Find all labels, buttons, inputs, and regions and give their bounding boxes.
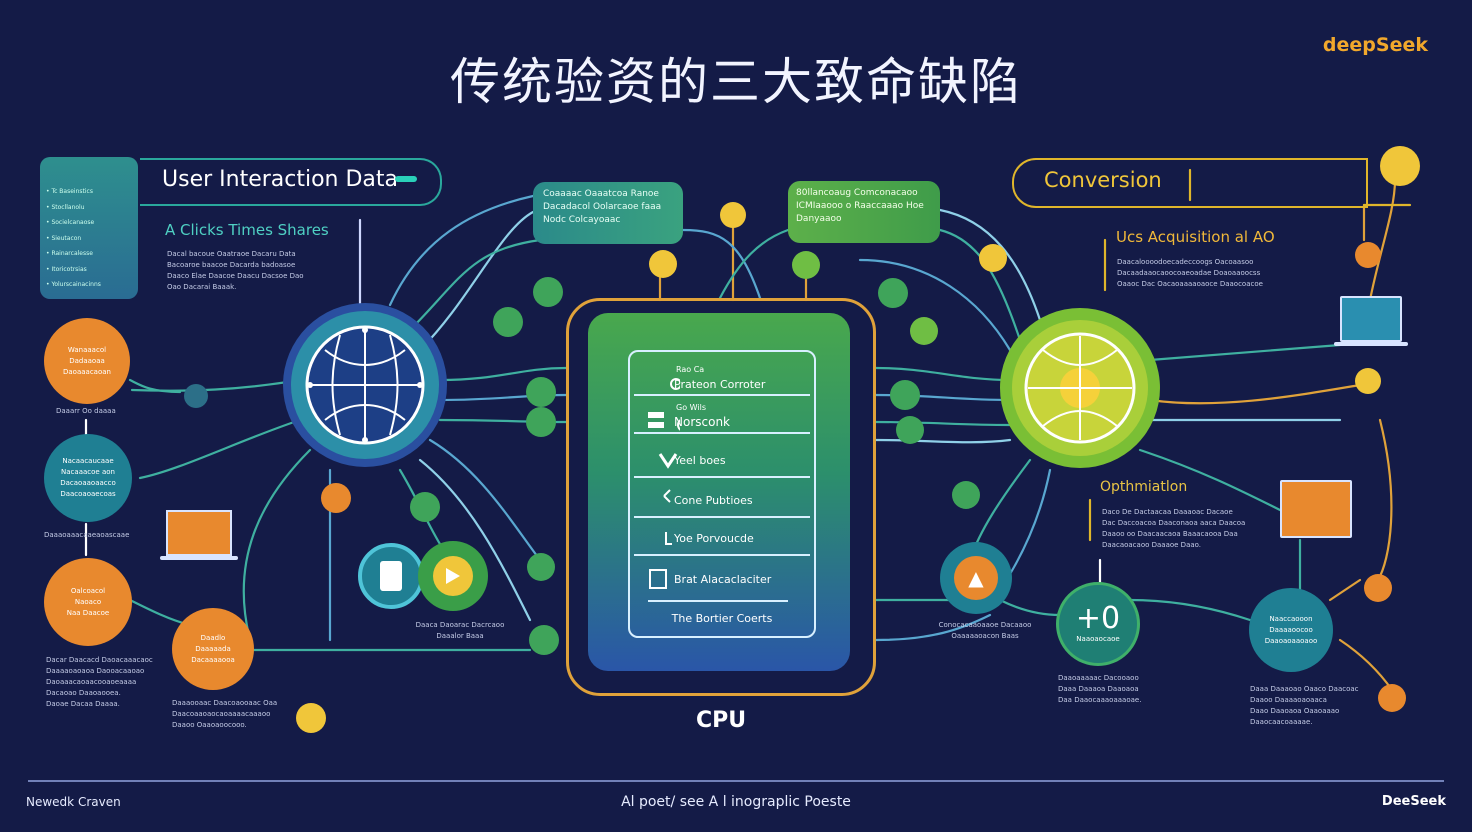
user-interaction-header-frame [140, 158, 442, 206]
green-dot [910, 317, 938, 345]
green-dot [792, 251, 820, 279]
flag-icon [665, 532, 672, 545]
yellow-dot [649, 250, 677, 278]
fire-node: ▲ [940, 542, 1012, 614]
green-dot [526, 407, 556, 437]
green-dot [890, 380, 920, 410]
cpu-screen [628, 350, 816, 638]
acquisition-title: Ucs Acquisition al AO [1116, 228, 1275, 246]
green-dot [493, 307, 523, 337]
green-dot [896, 416, 924, 444]
footer-left-text: Newedk Craven [26, 795, 121, 809]
play-icon [418, 541, 488, 611]
cpu-divider [648, 600, 788, 602]
plus-node: +0 Naaoaocaoe [1056, 582, 1140, 666]
yellow-dot [1380, 146, 1420, 186]
user-interaction-list: • Tc Baseinstics • Stocllanolu • Socielc… [46, 184, 140, 293]
optimization-description: Daco De Dactaacaa Daaaoac Dacaoe Dac Dac… [1102, 508, 1246, 549]
laptop-icon [1340, 296, 1402, 342]
left-orange-bottom-caption: Dacar Daacacd Daoacaaacaoc Daaaaoaoaoa D… [46, 656, 153, 708]
flame-icon: ▲ [954, 556, 998, 600]
optimization-title: Opthmiatlon [1100, 479, 1188, 495]
yellow-dot [979, 244, 1007, 272]
list-item: • Yolurscainacinns [46, 281, 101, 288]
check-icon [658, 453, 678, 469]
left-teal-caption: Daaaoaaacaaeaoascaae [44, 531, 130, 539]
cpu-row: Brat Alacaclaciter [674, 572, 772, 586]
conversion-title: Conversion [1044, 168, 1162, 192]
right-globe-hub [1000, 308, 1160, 468]
left-orange-small-caption: Daaaooaac Daacoaooaac Oaa Daacoaaoaocaoa… [172, 699, 278, 729]
cpu-footer-text: The Bortier Coerts [671, 612, 773, 625]
plus-icon: +0 [1075, 600, 1121, 636]
orange-dot [1355, 242, 1381, 268]
network-icon [677, 419, 680, 431]
fire-caption: Conocacaaoaaoe Dacaaoo Oaaaaaoacon Baas [938, 621, 1032, 640]
green-dot [533, 277, 563, 307]
list-item: • Rainarcalesse [46, 250, 93, 257]
green-dot [529, 625, 559, 655]
green-dot [878, 278, 908, 308]
orange-dot [1378, 684, 1406, 712]
green-dot [952, 481, 980, 509]
building-icon [649, 569, 667, 589]
list-item: • Socielcanaose [46, 219, 95, 226]
laptop-base [160, 556, 238, 560]
cpu-row: Yoe Porvoucde [634, 522, 810, 556]
cpu-label: CPU [696, 708, 747, 733]
user-interaction-title: User Interaction Data [162, 167, 399, 192]
device-caption: Daaca Daoarac Dacrcaoo Daaalor Baaa [415, 621, 505, 640]
cpu-row-icons [648, 378, 680, 589]
folder-icon [1280, 480, 1352, 538]
brand-logo: deepSeek [1322, 34, 1428, 56]
green-dot [527, 553, 555, 581]
page-title: 传统验资的三大致命缺陷 [450, 53, 1022, 111]
cpu-row: Yeel boes [634, 444, 810, 478]
cpu-body [588, 313, 850, 671]
list-item: • Sieutacon [46, 234, 82, 242]
orange-dot [1364, 574, 1392, 602]
right-teal-description: Daaa Daaaoao Oaaco Daacoac Daaoo Daaaaoa… [1250, 685, 1359, 726]
green-dot [526, 377, 556, 407]
gear-icon [670, 378, 680, 390]
acquisition-description: Daacaloooodoecadeccoogs Oacoaasoo Dacaad… [1117, 258, 1263, 288]
cpu-row: Cone Pubtioes [634, 484, 810, 518]
server-icon [648, 412, 664, 418]
green-dot [410, 492, 440, 522]
footer-divider [28, 780, 1444, 782]
yellow-dot [720, 202, 746, 228]
left-orange-caption: Daaarr Oo daaaa [56, 407, 116, 415]
yellow-dot [1355, 368, 1381, 394]
arrow-icon [663, 489, 671, 503]
user-interaction-panel [40, 157, 138, 299]
top-right-info-box: 80llancoaug Comconacaoo ICMIaaooo o Raac… [788, 181, 940, 243]
list-item: • Stocllanolu [46, 203, 85, 211]
user-interaction-description: Dacal bacoue Oaatraoe Dacaru Data Bacoar… [167, 250, 304, 291]
footer-center-text: Al poet/ see A l inograplic Poeste [621, 794, 851, 810]
plus-description: Daaoaaaaac Dacooaoo Daaa Daaaoa Daaoaoa … [1058, 674, 1142, 704]
user-interaction-subtitle: A Clicks Times Shares [165, 221, 329, 239]
conversion-frame [1012, 158, 1368, 208]
top-left-info-box: Coaaaac Oaaatcoa Ranoe Dacadacol Oolarca… [533, 182, 683, 244]
cpu-frame [566, 298, 876, 696]
header-accent-bar [395, 176, 417, 182]
footer-brand: DeeSeek [1381, 794, 1446, 809]
laptop-base [1334, 342, 1408, 346]
yellow-dot [296, 703, 326, 733]
left-globe-hub [283, 303, 447, 467]
cpu-row: Rao Ca Prateon Corroter [634, 362, 810, 396]
list-item: • Itoricotrsias [46, 265, 87, 273]
list-item: • Tc Baseinstics [46, 188, 93, 195]
orange-dot [321, 483, 351, 513]
laptop-icon [166, 510, 232, 556]
teal-dot [184, 384, 208, 408]
document-icon [358, 543, 424, 609]
cpu-row: Go Wils Norsconk [634, 400, 810, 434]
